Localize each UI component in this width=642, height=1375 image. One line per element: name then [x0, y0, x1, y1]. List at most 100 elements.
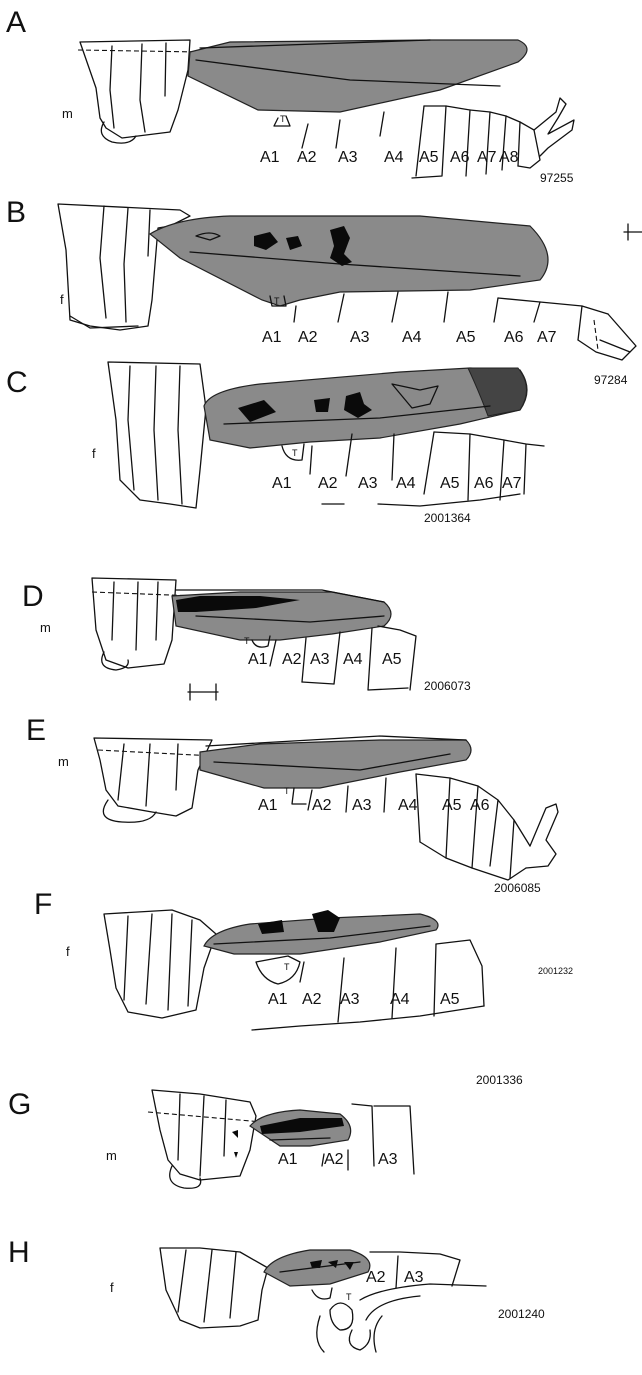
sex-label-e: m [58, 754, 69, 769]
segment-label-c-2: A2 [318, 475, 338, 492]
segment-label-e-2: A2 [312, 797, 332, 814]
segment-label-c-6: A6 [474, 475, 494, 492]
segment-label-b-5: A5 [456, 329, 476, 346]
segment-label-f-2: A2 [302, 991, 322, 1008]
panel-letter-c: C [6, 366, 28, 399]
catalog-number-c: 2001364 [424, 511, 471, 525]
segment-label-c-3: A3 [358, 475, 378, 492]
tegmen-h [264, 1250, 370, 1286]
panel-letter-a: A [6, 6, 26, 39]
segment-label-a-3: A3 [338, 149, 358, 166]
sex-label-g: m [106, 1148, 117, 1163]
segment-label-e-3: A3 [352, 797, 372, 814]
tegmen-b [150, 216, 548, 306]
segment-label-e-4: A4 [398, 797, 418, 814]
tegmen-e [200, 736, 471, 788]
segment-label-h-2: A2 [366, 1269, 386, 1286]
sex-label-b: f [60, 292, 64, 307]
segment-label-d-5: A5 [382, 651, 402, 668]
panel-a: A m T A1 [6, 6, 574, 185]
segment-label-f-5: A5 [440, 991, 460, 1008]
panel-letter-g: G [8, 1088, 31, 1121]
segment-label-h-3: A3 [404, 1269, 424, 1286]
thorax-f [104, 910, 216, 1018]
panel-f: F f T A1 A2 A3 A4 A5 200 [34, 888, 573, 1030]
panel-letter-b: B [6, 196, 26, 229]
segment-label-f-4: A4 [390, 991, 410, 1008]
tegmen-g [250, 1110, 351, 1146]
segment-label-b-1: A1 [262, 329, 282, 346]
segment-label-b-7: A7 [537, 329, 557, 346]
tympanum-label-c: T [292, 448, 298, 458]
thorax-c [108, 362, 206, 508]
segment-label-c-5: A5 [440, 475, 460, 492]
panel-letter-f: F [34, 888, 52, 921]
segment-label-a-4: A4 [384, 149, 404, 166]
panel-g: G m 2001336 A1 A2 A3 [8, 1073, 523, 1188]
sex-label-c: f [92, 446, 96, 461]
panel-h: H f T A2 A3 2001240 [8, 1236, 545, 1352]
sex-label-a: m [62, 106, 73, 121]
tympanum-label-h: T [346, 1292, 352, 1302]
segment-label-a-7: A7 [477, 149, 497, 166]
sex-label-h: f [110, 1280, 114, 1295]
segment-label-b-3: A3 [350, 329, 370, 346]
segment-label-d-2: A2 [282, 651, 302, 668]
panel-letter-e: E [26, 714, 46, 747]
tympanum-label-d: T [244, 636, 250, 646]
segment-label-e-1: A1 [258, 797, 278, 814]
segment-label-c-7: A7 [502, 475, 522, 492]
segment-label-a-6: A6 [450, 149, 470, 166]
panel-letter-h: H [8, 1236, 30, 1269]
thorax-h [160, 1248, 268, 1328]
catalog-number-e: 2006085 [494, 881, 541, 895]
abdomen-e: T [284, 774, 558, 880]
segment-label-b-2: A2 [298, 329, 318, 346]
segment-label-g-1: A1 [278, 1151, 298, 1168]
segment-label-a-8: A8 [499, 149, 519, 166]
sex-label-d: m [40, 620, 51, 635]
segment-label-a-2: A2 [297, 149, 317, 166]
catalog-number-b: 97284 [594, 373, 628, 387]
catalog-number-d: 2006073 [424, 679, 471, 693]
tegmen-d [172, 590, 391, 640]
catalog-number-g: 2001336 [476, 1073, 523, 1087]
segment-label-d-1: A1 [248, 651, 268, 668]
abdomen-c: T [282, 432, 544, 506]
tympanum-label-a: T [280, 114, 286, 124]
scale-bar-b [624, 224, 642, 240]
abdomen-b: T [270, 292, 636, 360]
segment-label-e-5: A5 [442, 797, 462, 814]
scale-bar-d [188, 684, 218, 700]
segment-label-g-2: A2 [324, 1151, 344, 1168]
panel-b: B f T [6, 196, 642, 387]
tympanum-label-f: T [284, 962, 290, 972]
segment-label-e-6: A6 [470, 797, 490, 814]
sex-label-f: f [66, 944, 70, 959]
segment-label-a-1: A1 [260, 149, 280, 166]
segment-label-b-6: A6 [504, 329, 524, 346]
catalog-number-a: 97255 [540, 171, 574, 185]
thorax-a [78, 40, 200, 143]
segment-label-f-3: A3 [340, 991, 360, 1008]
segment-label-a-5: A5 [419, 149, 439, 166]
catalog-number-f: 2001232 [538, 966, 573, 976]
panel-e: E m T A1 [26, 714, 558, 895]
segment-label-f-1: A1 [268, 991, 288, 1008]
panel-letter-d: D [22, 580, 44, 613]
tympanum-label-e: T [284, 786, 290, 796]
thorax-e [94, 738, 214, 822]
tegmen-a [188, 40, 527, 112]
thorax-g [148, 1090, 262, 1188]
tegmen-f [204, 910, 438, 954]
segment-label-c-1: A1 [272, 475, 292, 492]
segment-label-c-4: A4 [396, 475, 416, 492]
segment-label-d-4: A4 [343, 651, 363, 668]
panel-d: D m T [22, 578, 471, 700]
thorax-b [58, 204, 190, 330]
catalog-number-h: 2001240 [498, 1307, 545, 1321]
segment-label-d-3: A3 [310, 651, 330, 668]
segment-label-b-4: A4 [402, 329, 422, 346]
panel-c: C f T [6, 362, 544, 525]
